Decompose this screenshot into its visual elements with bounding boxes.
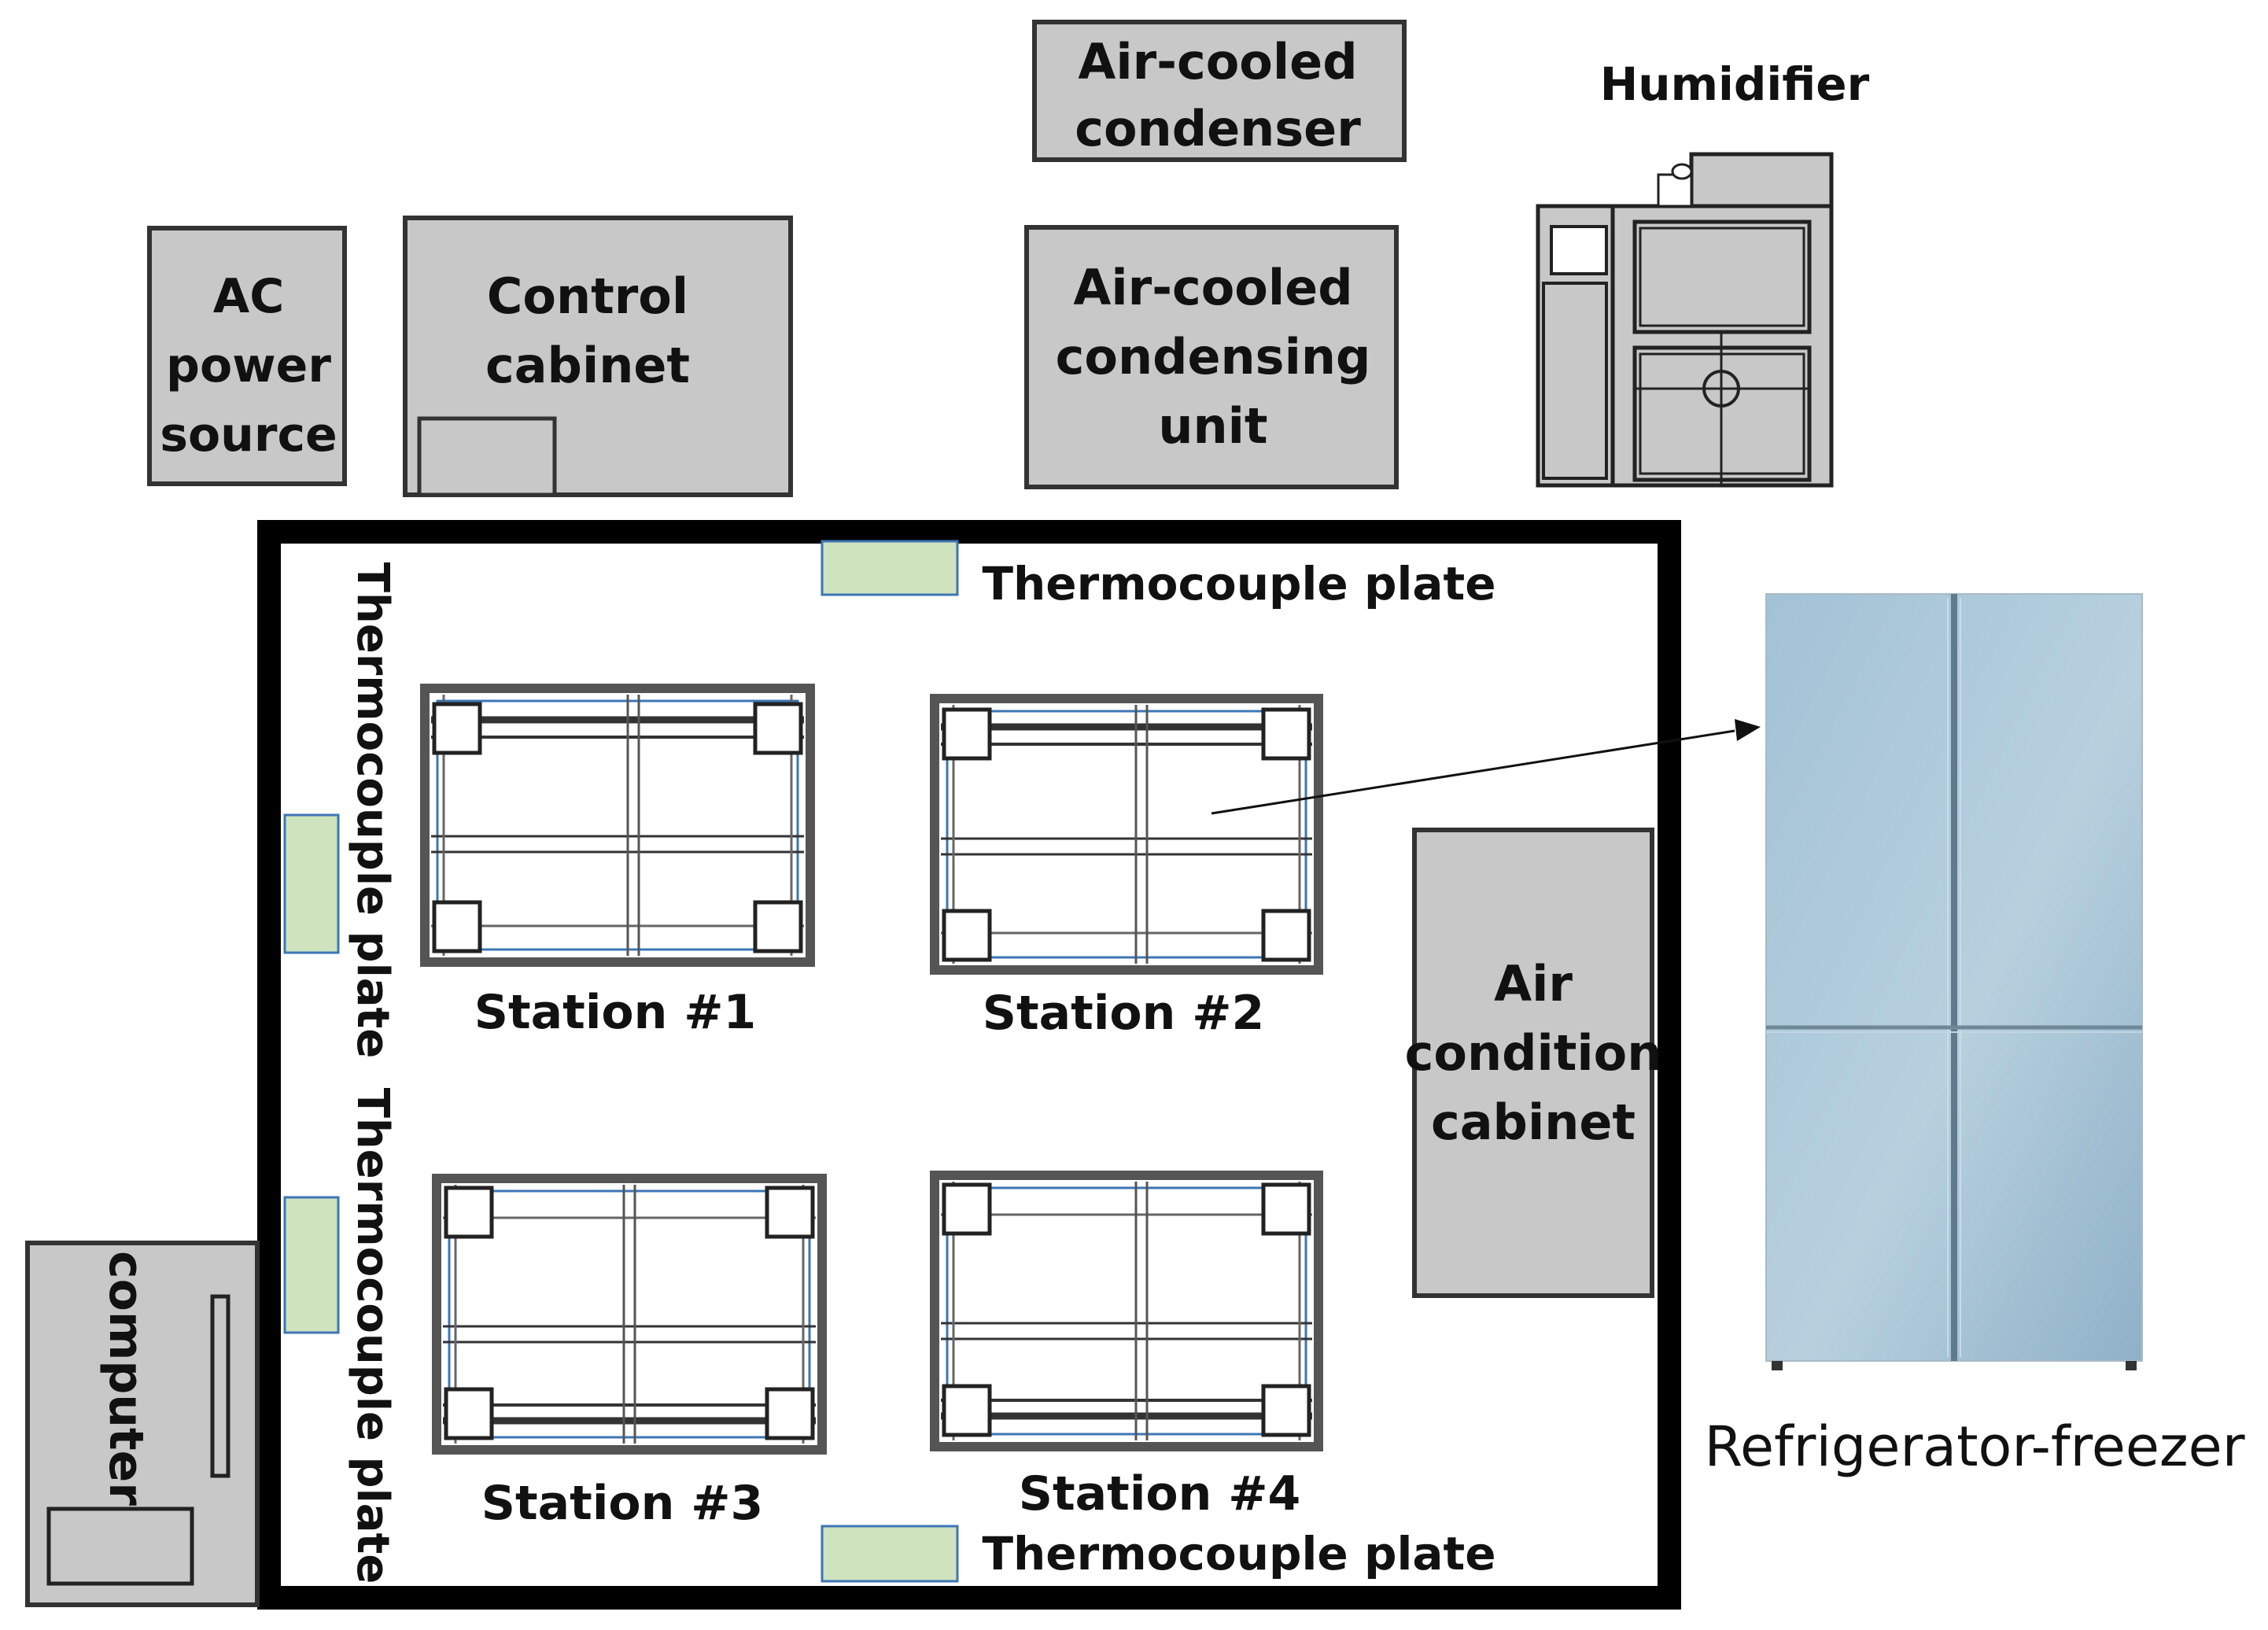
humidifier-label: Humidifier — [1600, 57, 1870, 111]
air-condition-cabinet-label-line-2: condition — [1405, 1024, 1662, 1082]
thermocouple-plate-left-lower: Thermocouple plate — [283, 1088, 398, 1584]
condensing-unit-label-line-3: unit — [1158, 397, 1267, 455]
station-1-rack — [420, 684, 815, 967]
control-cabinet-label-line-1: Control — [487, 267, 688, 325]
ac-power-source: AC power source — [147, 226, 347, 486]
control-cabinet-label-line-2: cabinet — [485, 337, 690, 394]
station-4-rack — [930, 1171, 1323, 1451]
humidifier-unit-drawing — [1536, 152, 1834, 488]
thermocouple-plate-top-label: Thermocouple plate — [982, 557, 1495, 610]
thermocouple-plate-left-upper-label: Thermocouple plate — [347, 562, 398, 1059]
computer: computer — [25, 1241, 260, 1607]
station-1: Station #1 — [420, 684, 815, 1040]
thermocouple-plate-bottom: Thermocouple plate — [821, 1525, 1496, 1583]
air-cooled-condenser-label-line-1: Air-cooled — [1078, 33, 1357, 90]
air-cooled-condensing-unit: Air-cooled condensing unit — [1024, 225, 1399, 489]
ac-power-source-label-line-3: source — [160, 408, 337, 463]
station-2-rack — [930, 694, 1323, 975]
ac-power-source-label-line-2: power — [166, 338, 331, 393]
station-to-refrigerator-arrow — [1211, 719, 1761, 815]
condensing-unit-label-line-1: Air-cooled — [1073, 259, 1352, 316]
refrigerator-freezer: Refrigerator-freezer — [1704, 593, 2245, 1479]
air-condition-cabinet-label-line-1: Air — [1494, 955, 1573, 1012]
thermocouple-plate-left-lower-label: Thermocouple plate — [347, 1088, 398, 1584]
computer-label: computer — [98, 1251, 153, 1506]
air-cooled-condenser: Air-cooled condenser — [1032, 20, 1407, 162]
station-3-rack — [432, 1174, 827, 1455]
station-2: Station #2 — [930, 694, 1323, 1041]
refrigerator-freezer-label: Refrigerator-freezer — [1704, 1414, 2244, 1479]
humidifier: Humidifier — [1536, 57, 1870, 488]
air-condition-cabinet: Air condition cabinet — [1405, 828, 1662, 1298]
ac-power-source-label-line-1: AC — [213, 269, 284, 324]
station-3-label: Station #3 — [481, 1476, 763, 1531]
station-4-label: Station #4 — [1019, 1466, 1300, 1521]
condensing-unit-label-line-2: condensing — [1056, 328, 1371, 385]
station-1-label: Station #1 — [474, 985, 756, 1040]
thermocouple-plate-bottom-label: Thermocouple plate — [982, 1527, 1495, 1580]
control-cabinet: Control cabinet — [403, 216, 793, 497]
station-2-label: Station #2 — [983, 986, 1264, 1041]
air-cooled-condenser-label-line-2: condenser — [1075, 100, 1361, 157]
thermocouple-plate-left-upper: Thermocouple plate — [283, 562, 398, 1059]
air-condition-cabinet-label-line-3: cabinet — [1431, 1093, 1636, 1151]
station-4: Station #4 — [930, 1171, 1323, 1521]
thermocouple-plate-top: Thermocouple plate — [821, 540, 1496, 610]
station-3: Station #3 — [432, 1174, 827, 1531]
